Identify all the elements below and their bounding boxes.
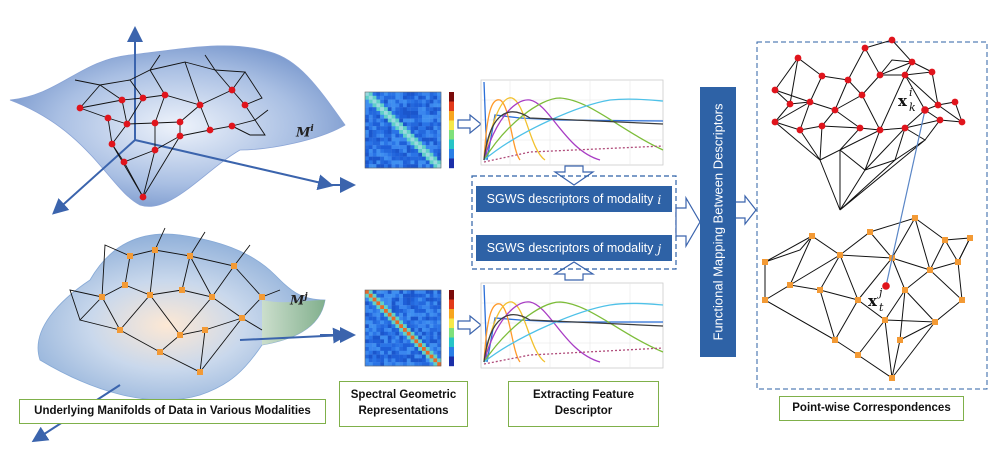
- arrow-to-curves-bottom: [457, 314, 482, 336]
- graph-top: [771, 36, 966, 211]
- caption-manifolds: Underlying Manifolds of Data in Various …: [19, 399, 326, 424]
- caption-spectral: Spectral Geometric Representations: [339, 381, 468, 427]
- point-label-top: x i k: [898, 86, 916, 114]
- manifold-bottom: [31, 227, 349, 443]
- arrow-to-correspondences: [734, 194, 757, 226]
- correspondence-frame: [756, 41, 988, 390]
- caption-extracting: Extracting Feature Descriptor: [508, 381, 659, 427]
- correspondence-link: [885, 109, 926, 287]
- arrow-up: [552, 261, 596, 281]
- manifold-top: [9, 26, 346, 215]
- point-label-bottom: x j t: [868, 286, 884, 314]
- functional-mapping-box: Functional Mapping Between Descriptors: [700, 87, 736, 357]
- manifold-bottom-label: Mj: [290, 292, 308, 309]
- arrow-down: [553, 165, 595, 186]
- caption-pointwise: Point-wise Correspondences: [779, 396, 964, 421]
- graph-bottom: [762, 215, 973, 381]
- arrow-to-curves-top: [457, 113, 482, 135]
- manifold-top-label: Mi: [296, 124, 314, 141]
- spectral-matrix-top: [364, 91, 454, 169]
- spectral-matrix-bottom: [364, 289, 454, 367]
- wavelet-plot-bottom: [480, 282, 664, 369]
- wavelet-plot-top: [480, 79, 664, 166]
- arrow-to-mapping: [675, 195, 701, 249]
